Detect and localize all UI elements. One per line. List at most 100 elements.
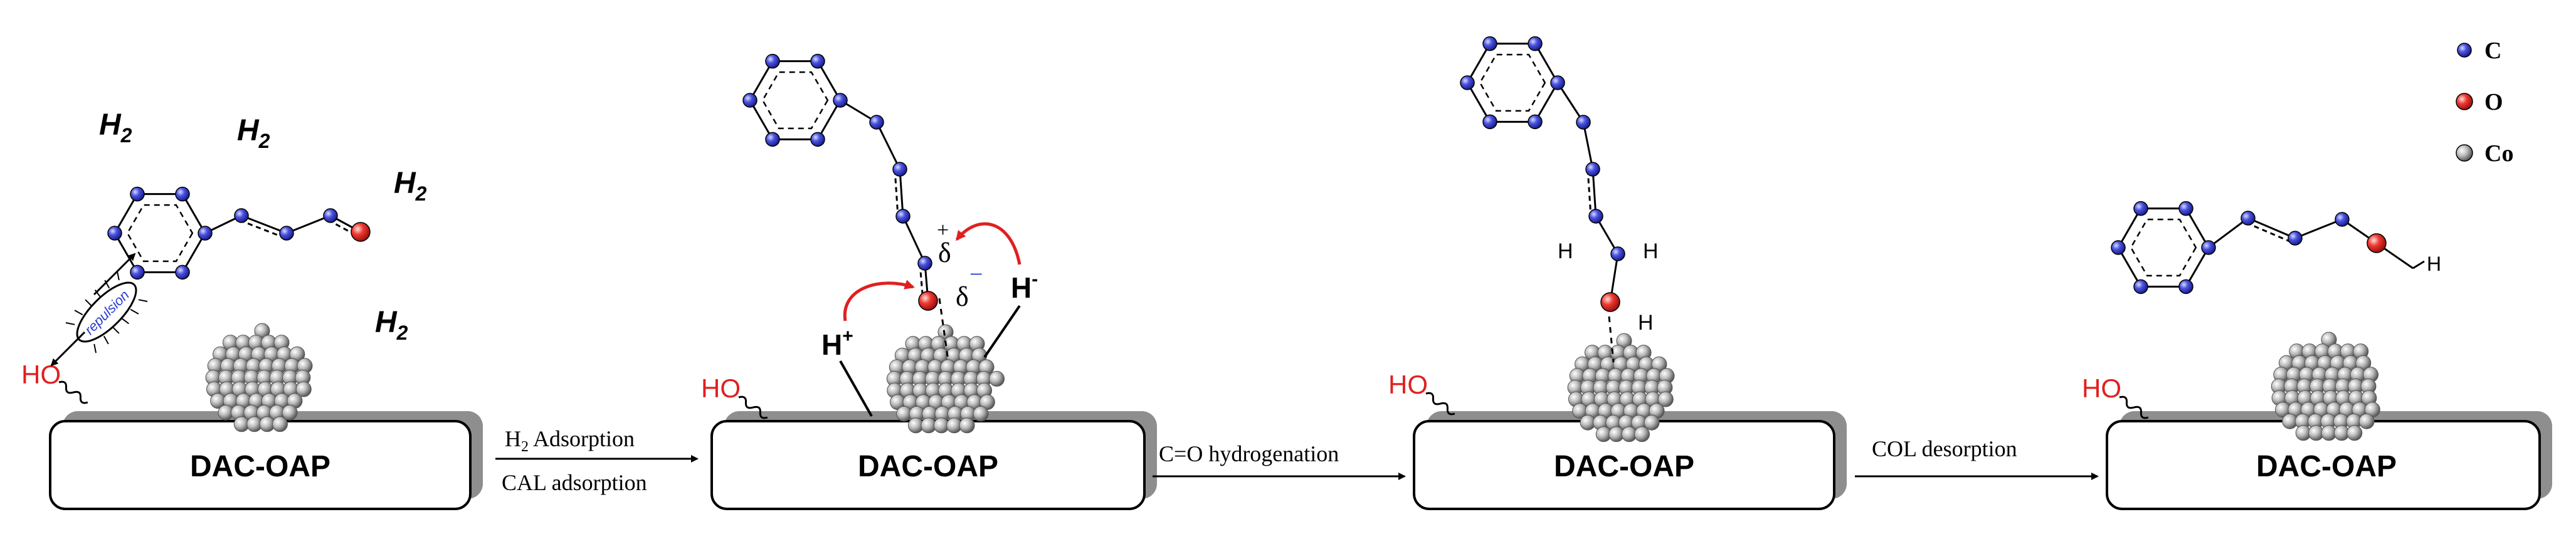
delta-plus-sign: + bbox=[937, 219, 949, 242]
carbon-atom-icon bbox=[2133, 279, 2148, 295]
carbon-atom-icon bbox=[1610, 246, 1625, 261]
aromatic-ring bbox=[761, 71, 829, 130]
bond bbox=[816, 100, 842, 140]
cobalt-atom-icon bbox=[1634, 426, 1650, 442]
support-label: DAC-OAP bbox=[1554, 450, 1694, 483]
support-2: DAC-OAP bbox=[710, 411, 1157, 510]
carbon-atom-icon bbox=[130, 264, 145, 280]
bond bbox=[1582, 122, 1594, 170]
cobalt-atom-icon bbox=[282, 404, 298, 421]
bond bbox=[749, 60, 774, 101]
bond bbox=[2185, 207, 2210, 248]
double-bond bbox=[1586, 169, 1592, 217]
h2-molecule: H2 bbox=[394, 167, 427, 205]
electron-arrow-proton bbox=[843, 280, 915, 322]
h2-molecule: H2 bbox=[237, 114, 270, 152]
support-4: DAC-OAP bbox=[2106, 411, 2552, 510]
carbon-atom-icon bbox=[2288, 231, 2303, 246]
carbon-atom-icon bbox=[2335, 212, 2350, 227]
h2-molecule: H2 bbox=[99, 108, 132, 147]
cobalt-atom-icon bbox=[295, 381, 312, 397]
carbon-atom-icon bbox=[1576, 115, 1591, 130]
carbon-atom-icon bbox=[2201, 240, 2216, 255]
legend: C O Co bbox=[2456, 38, 2513, 167]
carbon-atom-icon bbox=[107, 226, 122, 241]
carbon-atom-icon bbox=[279, 226, 294, 241]
carbon-atom-icon bbox=[917, 256, 932, 271]
bond bbox=[1466, 82, 1491, 123]
carbon-atom-icon bbox=[810, 53, 825, 69]
carbon-atom-icon bbox=[1585, 162, 1600, 177]
bond bbox=[2412, 260, 2425, 269]
reaction-arrow-3: COL desorption bbox=[1855, 436, 2099, 480]
ho-label: HO bbox=[21, 360, 61, 389]
carbon-atom-icon bbox=[833, 93, 848, 108]
carbon-atom-icon bbox=[892, 162, 907, 177]
h-atom-label: H bbox=[1643, 239, 1659, 263]
carbon-atom-icon bbox=[765, 132, 780, 147]
carbon-atom-icon bbox=[2241, 211, 2256, 226]
cobalt-nanoparticle bbox=[2271, 332, 2380, 441]
bond bbox=[902, 216, 926, 264]
svg-text:H2: H2 bbox=[375, 306, 408, 344]
carbon-atom-icon bbox=[2133, 201, 2148, 216]
carbon-atom-icon bbox=[1528, 36, 1543, 51]
carbon-atom-icon bbox=[1482, 114, 1497, 130]
double-bond bbox=[919, 263, 924, 301]
bond bbox=[1592, 169, 1597, 217]
double-bond bbox=[2246, 221, 2294, 244]
ho-group-4: HO bbox=[2082, 374, 2149, 419]
carbon-atom-icon bbox=[323, 208, 338, 223]
aromatic-ring bbox=[2130, 218, 2197, 277]
oxygen-atom-icon bbox=[351, 222, 371, 242]
carbon-atom-icon bbox=[1550, 75, 1565, 90]
electron-arrow-hydride bbox=[956, 222, 1021, 265]
bond bbox=[875, 122, 901, 170]
cobalt-atom-icon bbox=[989, 370, 1005, 387]
oxygen-atom-icon bbox=[2456, 93, 2473, 110]
bond bbox=[1466, 43, 1491, 83]
ho-group-2: HO bbox=[701, 374, 768, 419]
stage2-annotations: H+ H- δ + δ − bbox=[821, 219, 1038, 417]
legend-item-cobalt: Co bbox=[2456, 140, 2513, 167]
svg-text:H2: H2 bbox=[237, 114, 270, 152]
svg-text:C: C bbox=[2484, 38, 2501, 64]
h-atom-label: H bbox=[1638, 311, 1654, 335]
oxygen-atom-icon bbox=[2367, 233, 2387, 253]
delta-minus-sign: − bbox=[969, 261, 983, 288]
carbon-atom-icon bbox=[2457, 43, 2472, 58]
stage3-annotations: H H H bbox=[1558, 239, 1659, 363]
bond bbox=[1534, 43, 1559, 83]
arrow-label-top: COL desorption bbox=[1872, 436, 2017, 461]
cinnamaldehyde-molecule bbox=[107, 186, 371, 280]
aromatic-ring bbox=[126, 204, 194, 263]
adsorbed-cinnamaldehyde bbox=[742, 53, 938, 311]
bond bbox=[2117, 207, 2142, 248]
bond bbox=[181, 193, 206, 234]
support-label: DAC-OAP bbox=[2256, 450, 2397, 483]
carbon-atom-icon bbox=[2111, 240, 2126, 255]
ho-label: HO bbox=[1388, 370, 1428, 399]
cobalt-atom-icon bbox=[1657, 391, 1674, 407]
ho-label: HO bbox=[2082, 374, 2121, 403]
svg-text:H2: H2 bbox=[394, 167, 427, 205]
bond bbox=[2185, 247, 2210, 288]
cobalt-atom-icon bbox=[2346, 425, 2363, 441]
h2-molecule: H2 bbox=[375, 306, 408, 344]
carbon-atom-icon bbox=[130, 186, 145, 202]
aromatic-ring bbox=[1479, 53, 1546, 112]
reaction-arrow-1: H2 Adsorption CAL adsorption bbox=[495, 426, 699, 495]
support-label: DAC-OAP bbox=[190, 450, 330, 483]
support-1: DAC-OAP bbox=[49, 411, 483, 510]
carbon-atom-icon bbox=[2178, 201, 2193, 216]
bond bbox=[113, 233, 139, 273]
cobalt-nanoparticle bbox=[205, 323, 313, 432]
oxygen-atom-icon bbox=[1600, 292, 1620, 312]
h-atom-label: H bbox=[2427, 253, 2441, 275]
cobalt-atom-icon bbox=[2358, 413, 2375, 429]
bond bbox=[2117, 247, 2142, 288]
arrow-label-bottom: CAL adsorption bbox=[502, 470, 647, 495]
carbon-atom-icon bbox=[198, 226, 213, 241]
carbon-atom-icon bbox=[175, 186, 190, 202]
